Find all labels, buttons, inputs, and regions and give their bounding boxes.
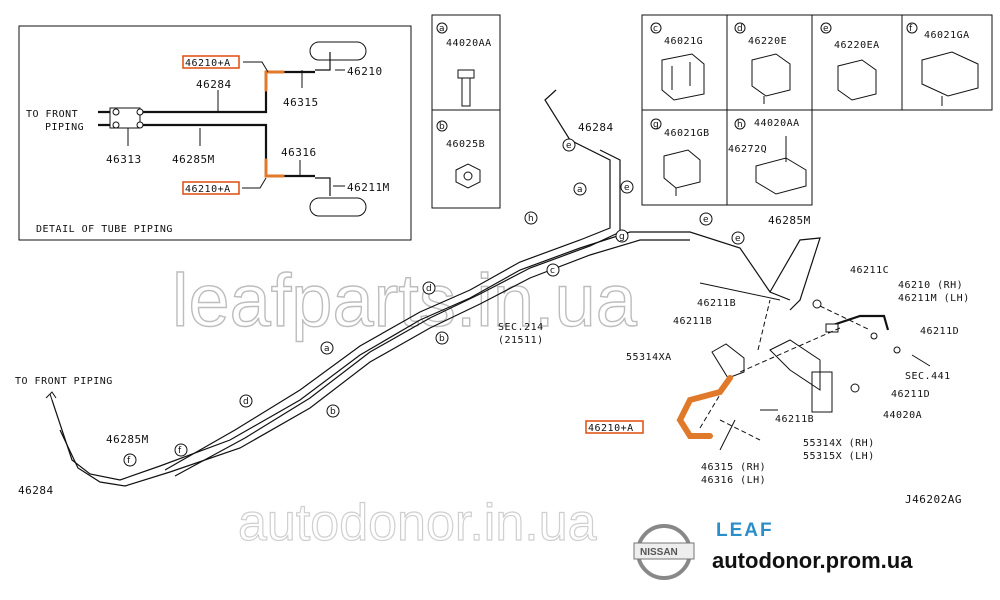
clip-icon (663, 149, 701, 196)
to-front-label: TO FRONT (26, 109, 78, 120)
part-label: 46284 (578, 121, 614, 134)
watermark: leafparts.in.ua (172, 259, 638, 342)
main-piping: h e a e g e e c d b a b d f f (45, 89, 931, 487)
highlight-box-bottom (182, 181, 240, 195)
part-label: 46211B (673, 316, 712, 327)
part-label: 46316 (LH) (701, 475, 766, 486)
part-label: 46210+A (588, 423, 634, 434)
part-label: 46313 (106, 153, 142, 166)
part-label: 46211D (920, 326, 959, 337)
part-code: 44020AA (754, 118, 800, 129)
part-label: 46211M (LH) (898, 293, 970, 304)
svg-text:e: e (735, 234, 741, 244)
clip-icon (661, 53, 705, 101)
part-label: 46210 (347, 65, 383, 78)
part-code: 44020AA (446, 38, 492, 49)
part-label: 46211B (697, 298, 736, 309)
part-label: 46210 (RH) (898, 280, 963, 291)
svg-text:d: d (243, 397, 249, 407)
part-label: 44020A (883, 410, 922, 421)
svg-text:e: e (703, 215, 709, 225)
svg-text:h: h (528, 214, 534, 224)
diagram-id: J46202AG (905, 493, 962, 506)
callout-letter: b (439, 122, 445, 132)
part-label: 46211D (891, 389, 930, 400)
bracket (769, 339, 833, 413)
callout-circles: h e a e g e e c d b a b d f f (123, 138, 745, 467)
part-label: 46284 (18, 484, 54, 497)
watermark: autodonor.in.ua (238, 494, 597, 552)
svg-text:a: a (324, 344, 330, 354)
detail-title: DETAIL OF TUBE PIPING (36, 224, 173, 235)
svg-text:e: e (566, 141, 572, 151)
part-label: 46285M (768, 214, 811, 227)
clip-icon (751, 53, 791, 104)
part-label: 55315X (LH) (803, 451, 875, 462)
nut-icon (455, 163, 481, 189)
to-front-label: PIPING (45, 122, 84, 133)
part-label: 46211M (347, 181, 390, 194)
callout-letter: c (653, 24, 658, 34)
part-label: 55314XA (626, 352, 672, 363)
site-name: autodonor.prom.ua (712, 548, 913, 573)
svg-text:e: e (624, 183, 630, 193)
part-code: 46021GA (924, 30, 970, 41)
nissan-logo: NISSAN (633, 524, 695, 580)
part-label: 55314X (RH) (803, 438, 875, 449)
highlight-box-main (585, 420, 644, 434)
callout-letter: a (439, 24, 445, 34)
to-front-piping-label: TO FRONT PIPING (15, 376, 113, 387)
part-label: 46316 (281, 146, 317, 159)
svg-text:b: b (330, 407, 336, 417)
svg-text:a: a (577, 185, 583, 195)
callout-letter: f (909, 24, 913, 34)
svg-text:c: c (550, 266, 555, 276)
part-code: 46220EA (834, 40, 880, 51)
callout-letter: e (823, 24, 829, 34)
callout-letter: d (737, 24, 743, 34)
leaf-logo: LEAF (716, 520, 774, 541)
callout-letter: g (653, 120, 659, 130)
highlight-box-top (182, 55, 240, 69)
section-ref: SEC.441 (905, 371, 951, 382)
part-code: 46021G (664, 36, 703, 47)
part-label: 46210+A (185, 58, 231, 69)
section-ref: (21511) (498, 335, 544, 346)
callout-letter: h (737, 120, 743, 130)
part-label: 46315 (RH) (701, 462, 766, 473)
detail-of-tube-piping: 46210+A 46210+A 46210 46284 46315 46313 … (18, 25, 412, 241)
svg-text:d: d (426, 284, 432, 294)
part-label: 46210+A (185, 184, 231, 195)
section-ref: SEC.214 (498, 322, 544, 333)
bracket-icon (755, 136, 807, 195)
svg-text:NISSAN: NISSAN (640, 547, 678, 558)
part-label: 46211C (850, 265, 889, 276)
part-label: 46211B (775, 414, 814, 425)
bolt-icon (457, 69, 475, 107)
part-code: 46021GB (664, 128, 710, 139)
svg-text:b: b (439, 334, 445, 344)
part-code: 46272Q (728, 144, 767, 155)
svg-text:f: f (178, 446, 182, 456)
part-code: 46220E (748, 36, 787, 47)
svg-text:f: f (127, 456, 131, 466)
svg-text:g: g (619, 232, 625, 242)
main-labels: TO FRONT PIPING 46285M 46284 46284 46285… (15, 121, 970, 506)
parts-legend: a 44020AA b 46025B c 46021G d 46220E e 4… (431, 14, 993, 209)
clip-icon (921, 51, 979, 106)
bracket-55314xa (711, 343, 745, 379)
part-label: 46285M (172, 153, 215, 166)
part-code: 46025B (446, 139, 485, 150)
part-label: 46284 (196, 78, 232, 91)
part-label: 46315 (283, 96, 319, 109)
part-label: 46285M (106, 433, 149, 446)
clip-icon (837, 59, 877, 101)
